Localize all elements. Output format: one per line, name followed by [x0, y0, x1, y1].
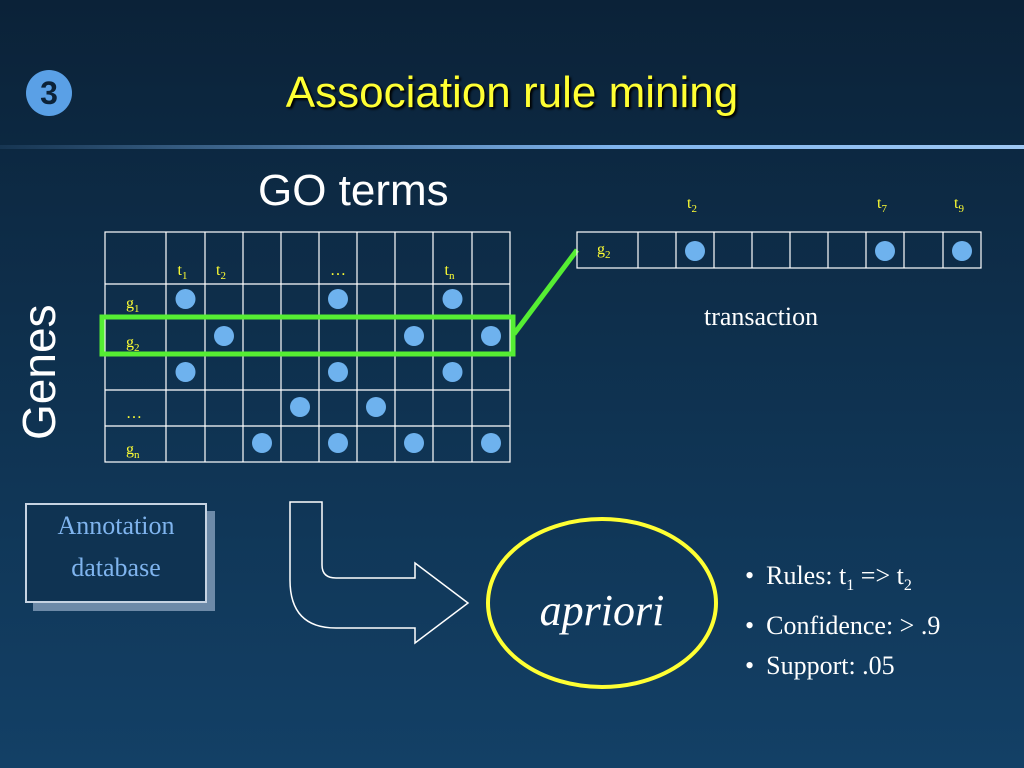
- annotation-database-box: Annotation database: [25, 503, 207, 603]
- column-header: t1: [178, 262, 188, 282]
- membership-dot: [404, 326, 424, 346]
- membership-dot: [481, 433, 501, 453]
- support-bullet: Support: .05: [745, 646, 940, 686]
- membership-dot: [366, 397, 386, 417]
- column-header: …: [330, 262, 346, 279]
- membership-dot: [328, 362, 348, 382]
- flow-arrow: [289, 501, 470, 645]
- apriori-label: apriori: [539, 586, 665, 635]
- transaction-dot: [875, 241, 895, 261]
- transaction-caption: transaction: [704, 302, 819, 331]
- transaction-column-label: t9: [954, 195, 964, 215]
- rules-bullet: Rules: t1 => t2: [745, 556, 940, 606]
- annotation-database-line1: Annotation: [57, 511, 175, 540]
- row-label: g1: [126, 295, 140, 315]
- slide-title: Association rule mining: [285, 68, 739, 117]
- title-divider: [0, 145, 1024, 149]
- transaction-row-label: g2: [597, 241, 611, 261]
- membership-dot: [252, 433, 272, 453]
- go-terms-axis-label: GO terms: [258, 166, 449, 215]
- membership-dot: [328, 289, 348, 309]
- apriori-ellipse: [486, 517, 718, 689]
- transaction-column-label: t7: [877, 195, 887, 215]
- confidence-bullet: Confidence: > .9: [745, 606, 940, 646]
- matrix-border: [104, 231, 511, 463]
- membership-dot: [290, 397, 310, 417]
- membership-dot: [404, 433, 424, 453]
- gene-term-matrix: t1 t2 … tn g1 g2 … gn: [99, 231, 516, 463]
- membership-dot: [175, 362, 196, 382]
- column-header: tn: [445, 262, 455, 282]
- column-header: t2: [216, 262, 226, 282]
- membership-dot: [175, 289, 196, 309]
- membership-dot: [442, 362, 463, 382]
- step-number-badge: 3: [26, 70, 72, 116]
- transaction-dot: [952, 241, 972, 261]
- membership-dot: [328, 433, 348, 453]
- row-label: g2: [126, 334, 140, 354]
- transaction-dot: [685, 241, 705, 261]
- highlighted-gene-row: [99, 314, 516, 357]
- row-label: gn: [126, 441, 140, 461]
- rule-parameters-list: Rules: t1 => t2 Confidence: > .9 Support…: [745, 556, 940, 686]
- membership-dot: [481, 326, 501, 346]
- membership-dot: [214, 326, 234, 346]
- transaction-connector: [512, 248, 579, 336]
- transaction-border: [576, 231, 982, 269]
- annotation-database-line2: database: [71, 553, 161, 582]
- membership-dot: [442, 289, 463, 309]
- transaction-row: g2 t2 t7 t9: [576, 195, 982, 269]
- transaction-column-label: t2: [687, 195, 697, 215]
- row-label: …: [126, 405, 142, 422]
